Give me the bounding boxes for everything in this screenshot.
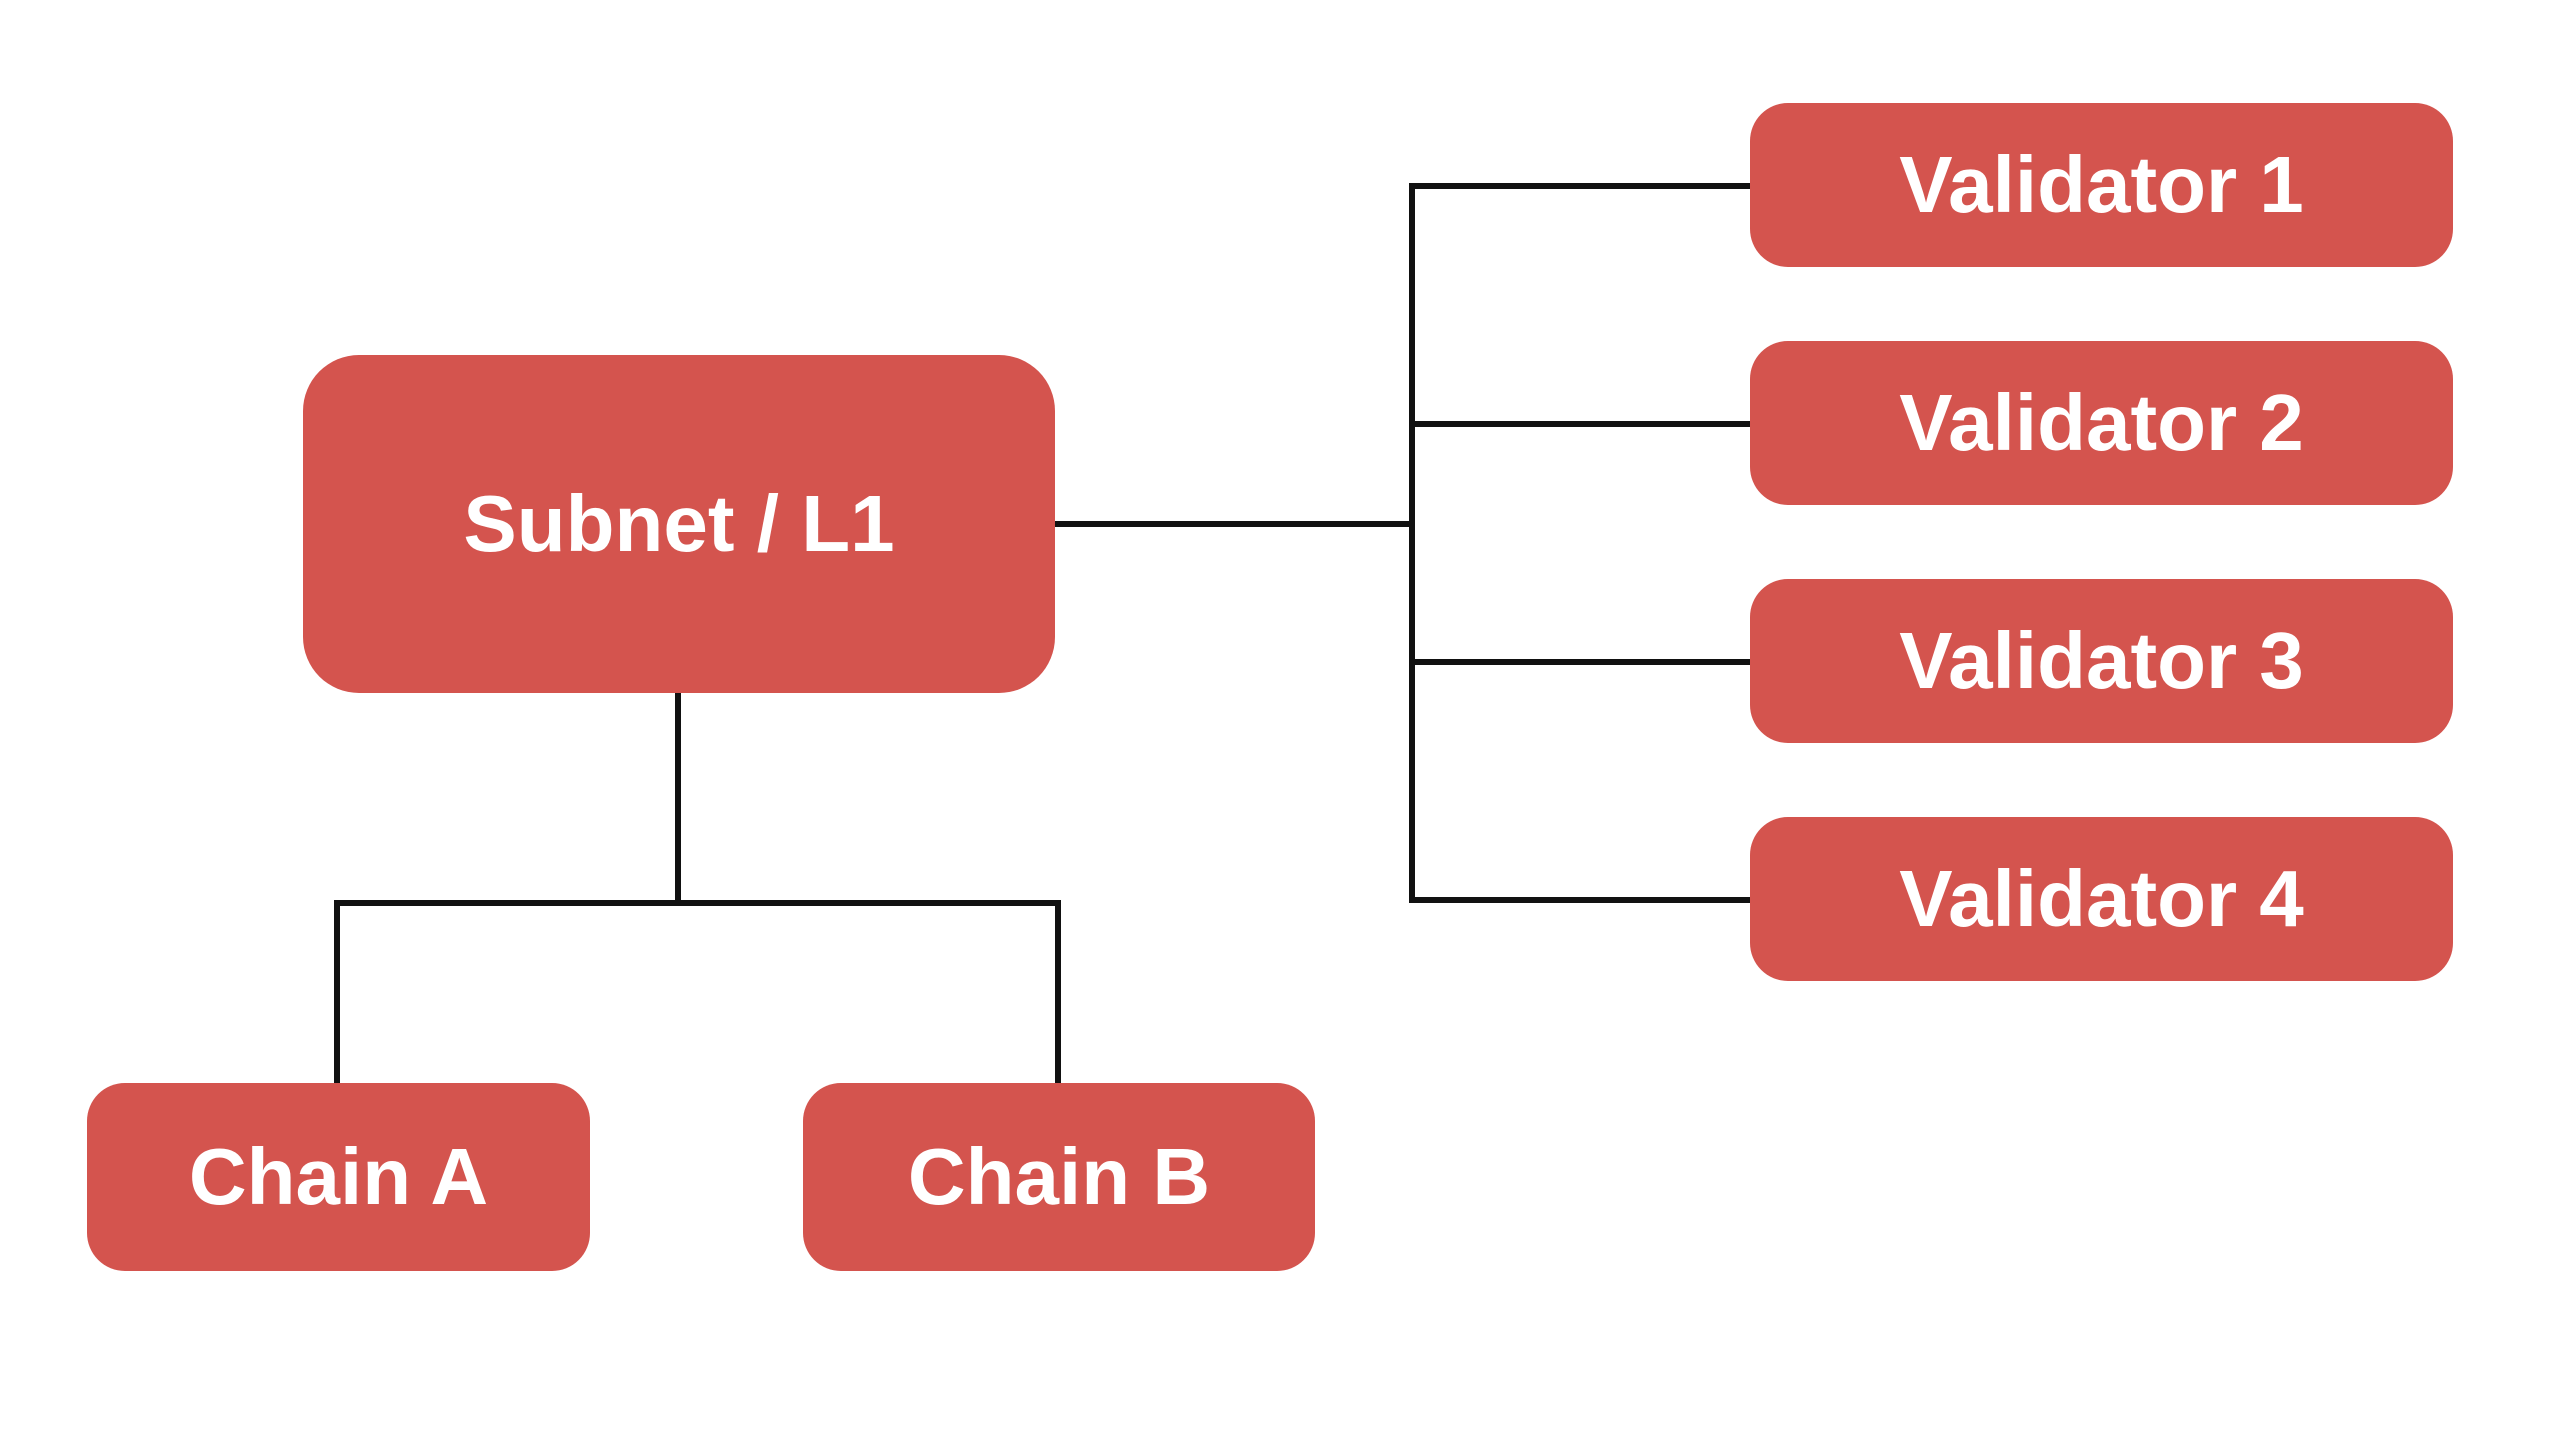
validator-4-node: Validator 4 xyxy=(1750,817,2453,981)
edge-to-validator-1 xyxy=(1409,183,1750,189)
chain-a-label: Chain A xyxy=(188,1132,489,1221)
validator-1-label: Validator 1 xyxy=(1899,140,2304,229)
edge-root-to-validator-spine xyxy=(1055,521,1415,527)
validator-2-node: Validator 2 xyxy=(1750,341,2453,505)
chain-b-node: Chain B xyxy=(803,1083,1315,1271)
validator-4-label: Validator 4 xyxy=(1899,854,2304,943)
edge-chain-bus xyxy=(334,900,1061,906)
validator-3-label: Validator 3 xyxy=(1899,616,2304,705)
edge-to-chain-b xyxy=(1055,900,1061,1086)
edge-validator-spine xyxy=(1409,183,1415,903)
validator-2-label: Validator 2 xyxy=(1899,378,2304,467)
edge-to-chain-a xyxy=(334,900,340,1086)
subnet-l1-label: Subnet / L1 xyxy=(463,479,895,568)
chain-a-node: Chain A xyxy=(87,1083,590,1271)
validator-3-node: Validator 3 xyxy=(1750,579,2453,743)
chain-b-label: Chain B xyxy=(907,1132,1211,1221)
edge-to-validator-4 xyxy=(1409,897,1750,903)
edge-root-to-chain-bus xyxy=(675,693,681,906)
edge-to-validator-3 xyxy=(1409,659,1750,665)
validator-1-node: Validator 1 xyxy=(1750,103,2453,267)
edge-to-validator-2 xyxy=(1409,421,1750,427)
subnet-l1-node: Subnet / L1 xyxy=(303,355,1055,693)
